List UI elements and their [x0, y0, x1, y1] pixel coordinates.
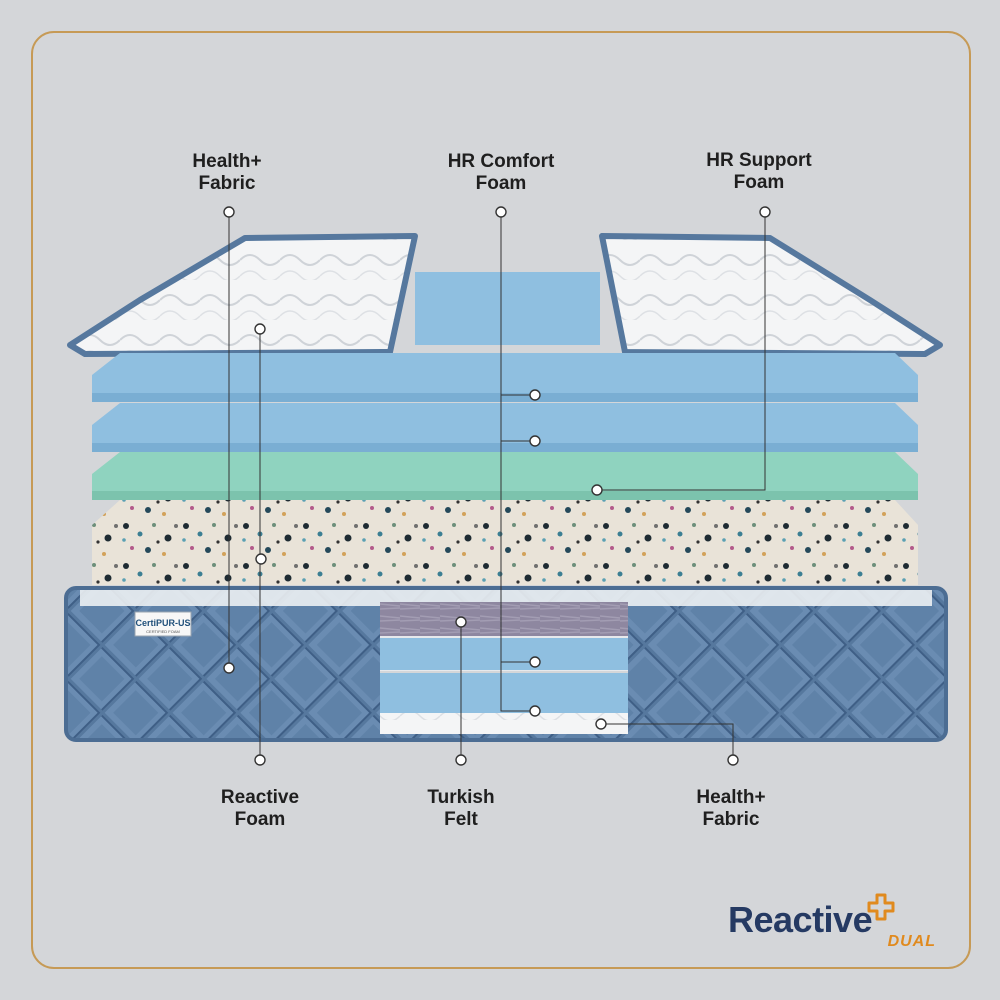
reactive-foam-layer — [92, 500, 918, 585]
fabric-panel-right — [599, 233, 943, 357]
hr-comfort-foam-top — [415, 272, 600, 345]
hr-comfort-foam-layer-2 — [92, 403, 918, 450]
dot-cutaway-fabric — [595, 718, 607, 730]
dot-top-left — [223, 206, 235, 218]
hr-comfort-foam-layer-1 — [92, 353, 918, 400]
dot-bottom-left — [254, 754, 266, 766]
dot-comfort-2 — [529, 435, 541, 447]
brand-word: Reactive — [728, 899, 873, 940]
dot-bottom-right — [727, 754, 739, 766]
outer-frame — [31, 31, 971, 969]
dot-cutaway-foam-2 — [529, 705, 541, 717]
reactive-dual-logo: Reactive DUAL — [724, 893, 944, 965]
dot-fabric-left — [254, 323, 266, 335]
base-top-band — [80, 590, 932, 606]
cutaway-blue-foam-2 — [380, 673, 628, 713]
dot-cutaway-foam-1 — [529, 656, 541, 668]
cutaway-blue-foam-1 — [380, 638, 628, 670]
dot-top-center — [495, 206, 507, 218]
hr-comfort-foam-layer-2-edge — [92, 443, 918, 452]
label-bottom-right: Health+Fabric — [696, 787, 766, 830]
hr-support-foam-layer-edge — [92, 491, 918, 500]
certipur-badge-sub: CERTIFIED FOAM — [146, 629, 180, 634]
dot-comfort-1 — [529, 389, 541, 401]
dot-top-right — [759, 206, 771, 218]
marker-dots — [223, 206, 771, 766]
certipur-badge: CertiPUR-US CERTIFIED FOAM — [134, 611, 192, 637]
hr-support-foam-layer — [92, 452, 918, 498]
dot-quilt — [223, 662, 235, 674]
fabric-panel-left — [67, 233, 418, 357]
brand-sub: DUAL — [887, 933, 936, 950]
dot-felt — [455, 616, 467, 628]
hr-comfort-foam-layer-1-edge — [92, 393, 918, 402]
turkish-felt-layer — [380, 602, 628, 636]
certipur-badge-brand: CertiPUR-US — [135, 618, 190, 628]
label-top-left: Health+Fabric — [192, 151, 262, 194]
cutaway-fabric-layer — [380, 713, 628, 734]
cutaway-foam-divider — [380, 671, 628, 673]
dot-reactive — [255, 553, 267, 565]
dot-bottom-center — [455, 754, 467, 766]
leader-lines — [228, 212, 766, 760]
plus-cross-icon — [867, 893, 895, 921]
dot-support — [591, 484, 603, 496]
